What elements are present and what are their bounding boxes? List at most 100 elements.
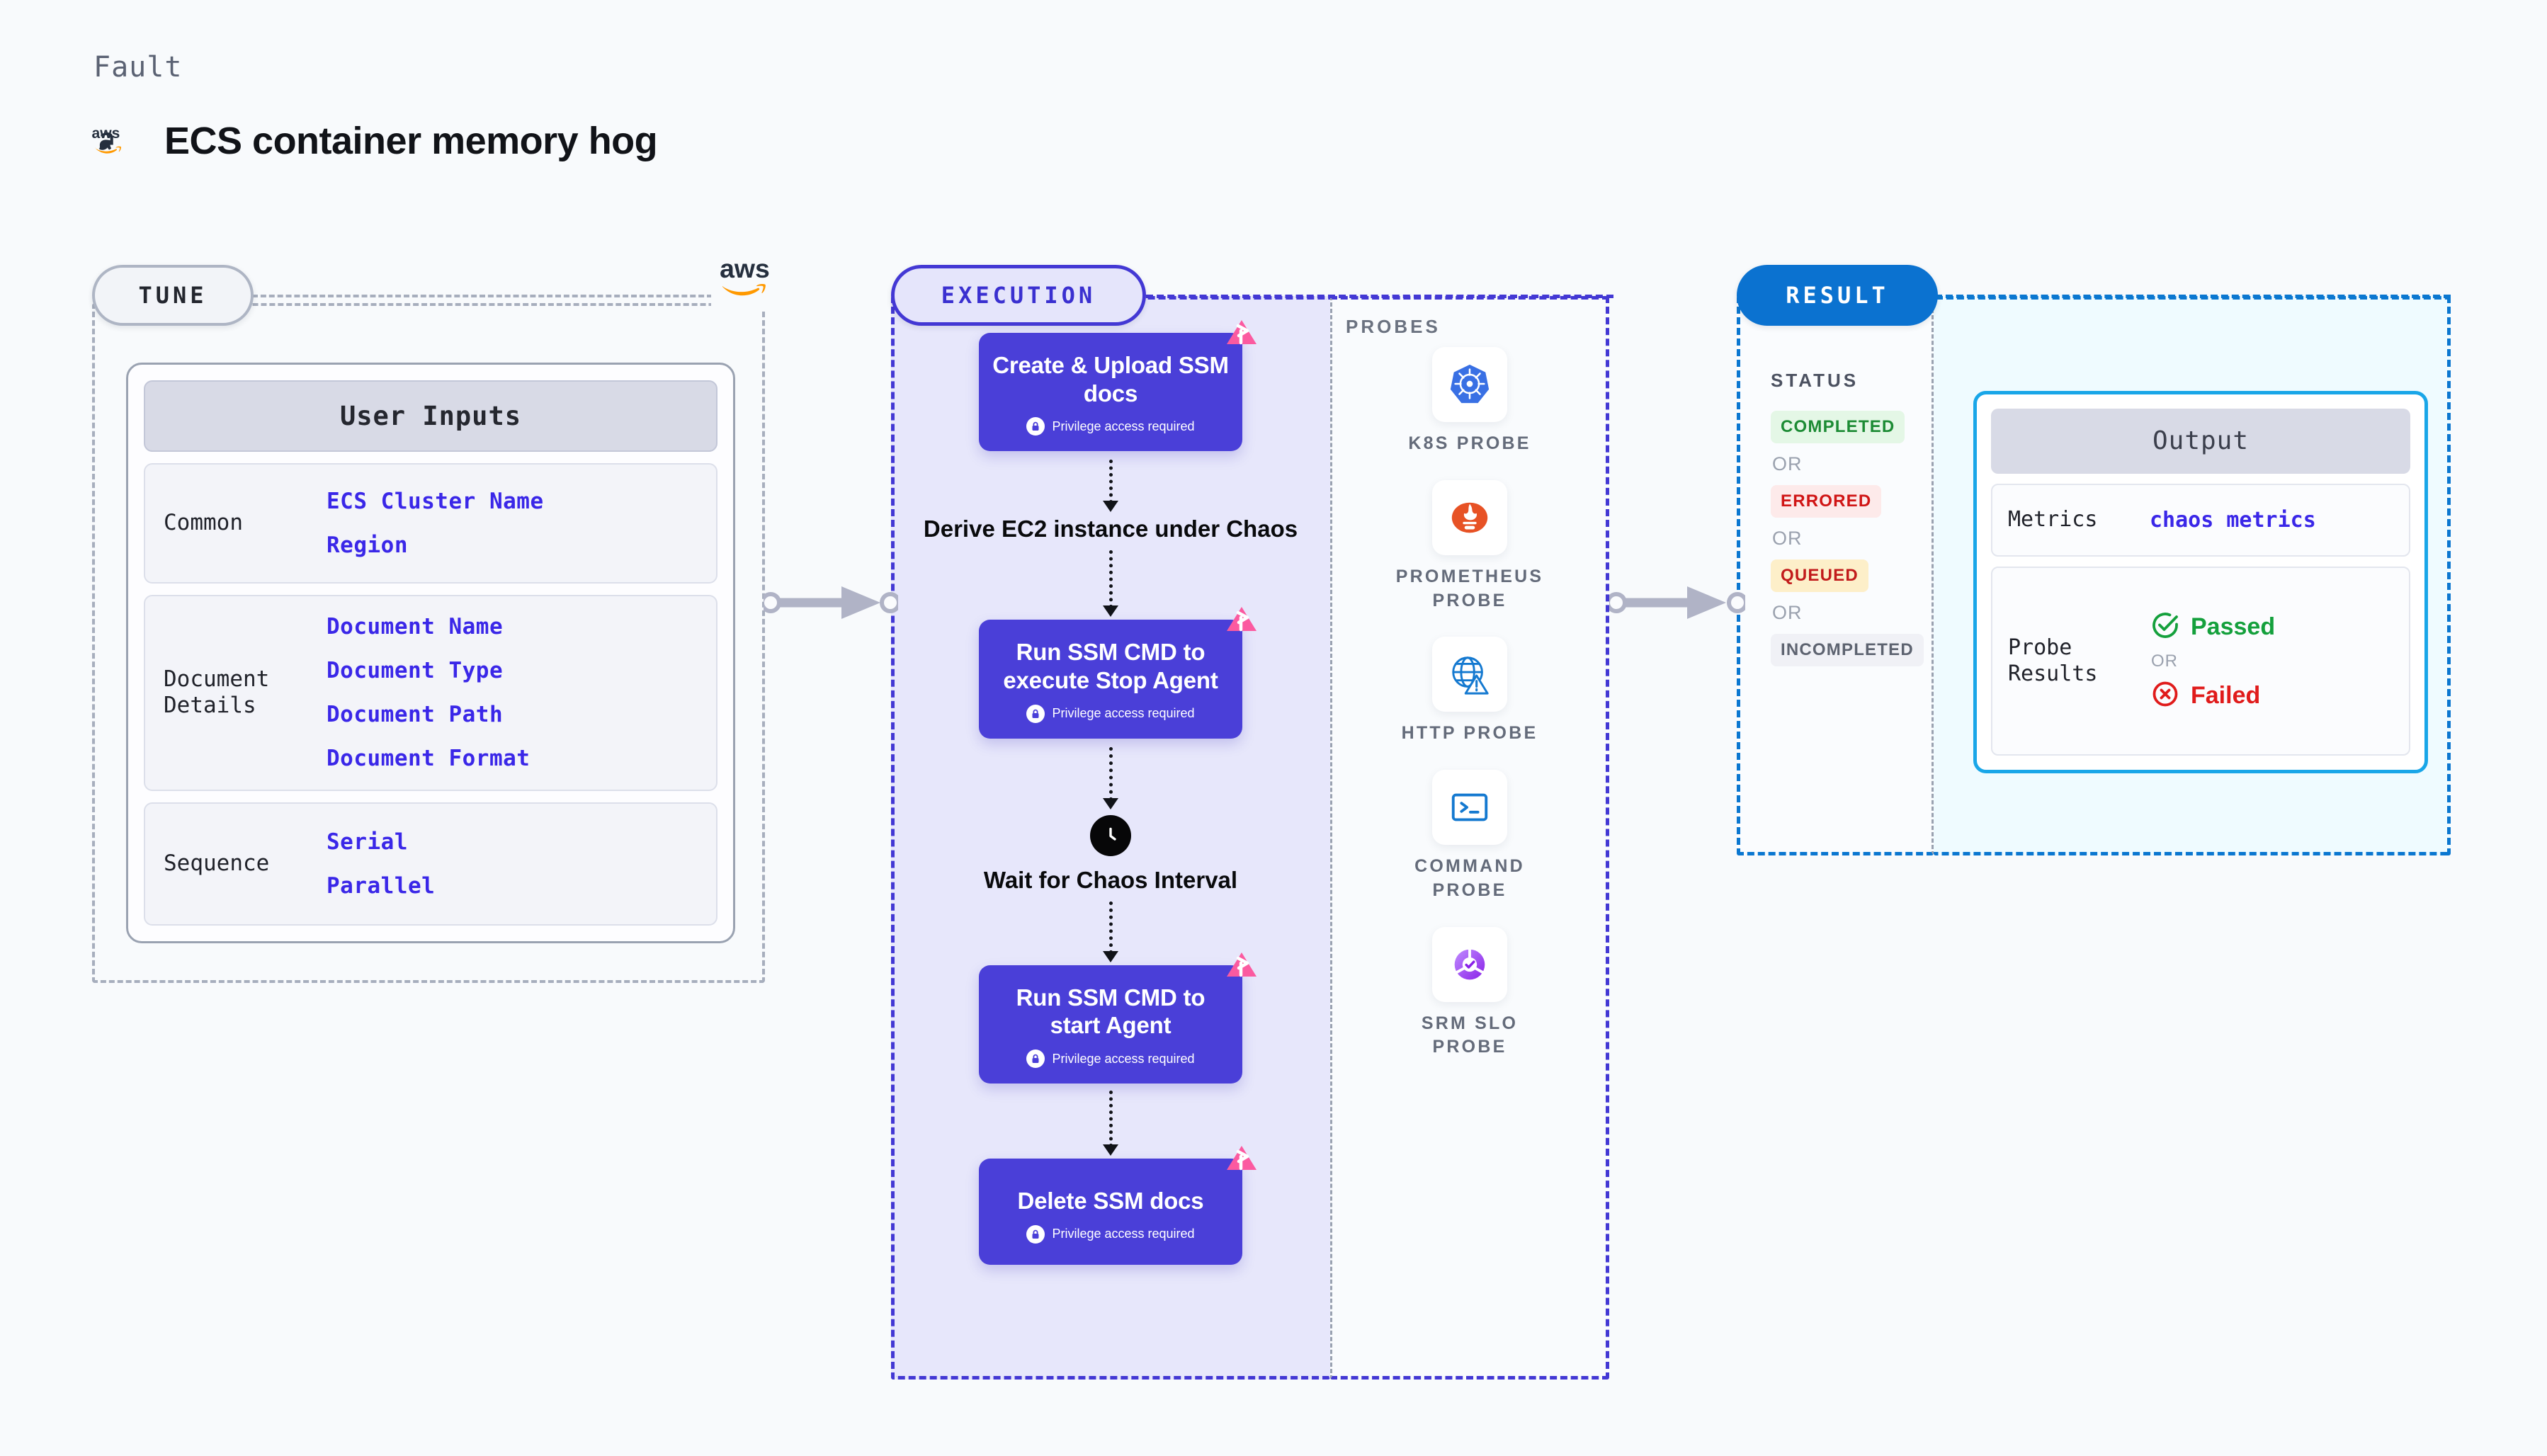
input-value[interactable]: Region bbox=[327, 532, 408, 558]
input-row-sequence: Sequence Serial Parallel bbox=[144, 802, 717, 926]
input-row-label: Document Details bbox=[164, 666, 270, 719]
input-row-label: Common bbox=[164, 509, 243, 535]
flow-node-create-upload-ssm-docs[interactable]: Create & Upload SSM docs Privilege acces… bbox=[979, 320, 1257, 452]
x-circle-icon bbox=[2150, 678, 2181, 713]
status-badge-incompleted: INCOMPLETED bbox=[1771, 634, 1924, 666]
check-circle-icon bbox=[2150, 610, 2181, 644]
probe-result-passed-label: Passed bbox=[2191, 613, 2276, 640]
probe-label: PROMETHEUS PROBE bbox=[1395, 566, 1544, 610]
status-or-label: OR bbox=[1772, 528, 1803, 549]
probe-item-srm-slo[interactable]: SRM SLO PROBE bbox=[1388, 926, 1551, 1060]
input-value[interactable]: Document Format bbox=[327, 746, 531, 772]
tune-stage-box bbox=[92, 303, 765, 983]
input-row-document-details: Document Details Document Name Document … bbox=[144, 595, 717, 791]
output-title: Output bbox=[1991, 409, 2410, 474]
flow-arrow bbox=[1103, 550, 1118, 618]
flow-node-run-ssm-cmd-start-agent[interactable]: Run SSM CMD to start Agent Privilege acc… bbox=[979, 952, 1257, 1084]
svg-text:aws: aws bbox=[92, 125, 120, 142]
http-globe-icon bbox=[1432, 637, 1507, 712]
probe-result-or-label: OR bbox=[2151, 651, 2178, 671]
privilege-note-text: Privilege access required bbox=[1052, 1051, 1195, 1066]
lock-icon bbox=[1026, 1224, 1045, 1244]
probe-label: SRM SLO PROBE bbox=[1421, 1013, 1519, 1057]
chaos-flag-icon bbox=[1225, 950, 1258, 986]
input-row-label: Sequence bbox=[164, 850, 270, 876]
execution-stage-pill[interactable]: EXECUTION bbox=[891, 265, 1146, 326]
user-inputs-card: User Inputs Common ECS Cluster Name Regi… bbox=[126, 363, 735, 943]
page-title: ECS container memory hog bbox=[164, 120, 658, 162]
flow-node-title: Delete SSM docs bbox=[1017, 1188, 1204, 1215]
output-row-probe-results: Probe Results Passed OR bbox=[1991, 567, 2410, 756]
tune-stage-pill[interactable]: TUNE bbox=[92, 265, 254, 326]
flow-arrow bbox=[1103, 901, 1118, 962]
input-value[interactable]: Document Type bbox=[327, 658, 504, 684]
kubernetes-icon bbox=[1432, 347, 1507, 422]
flow-node-title: Derive EC2 instance under Chaos bbox=[923, 516, 1298, 542]
input-row-values: ECS Cluster Name Region bbox=[327, 489, 544, 558]
privilege-note: Privilege access required bbox=[992, 1050, 1230, 1069]
probe-item-k8s[interactable]: K8S PROBE bbox=[1388, 347, 1551, 456]
flow-node-title: Run SSM CMD to execute Stop Agent bbox=[1003, 639, 1218, 694]
flow-arrow bbox=[1103, 460, 1118, 513]
status-or-label: OR bbox=[1772, 602, 1803, 623]
privilege-note-text: Privilege access required bbox=[1052, 419, 1195, 433]
output-card: Output Metrics chaos metrics Probe Resul… bbox=[1973, 391, 2428, 773]
status-badge-completed: COMPLETED bbox=[1771, 411, 1905, 443]
chaos-flag-icon bbox=[1225, 604, 1258, 640]
flow-node-delete-ssm-docs[interactable]: Delete SSM docs Privilege access require… bbox=[979, 1146, 1257, 1265]
srm-slo-icon bbox=[1432, 926, 1507, 1002]
output-metrics-value[interactable]: chaos metrics bbox=[2150, 507, 2316, 533]
probe-item-http[interactable]: HTTP PROBE bbox=[1388, 637, 1551, 746]
input-row-values: Document Name Document Type Document Pat… bbox=[327, 614, 530, 771]
clock-icon bbox=[1089, 814, 1131, 856]
flow-node-wait-for-chaos-interval: Wait for Chaos Interval bbox=[983, 814, 1238, 894]
input-value[interactable]: ECS Cluster Name bbox=[327, 488, 544, 514]
flow-node-derive-ec2-instance: Derive EC2 instance under Chaos bbox=[924, 515, 1298, 543]
result-status-box bbox=[1737, 296, 1934, 855]
result-stage-pill[interactable]: RESULT bbox=[1737, 265, 1938, 326]
lock-icon bbox=[1026, 417, 1045, 436]
privilege-note-text: Privilege access required bbox=[1052, 706, 1195, 721]
probe-item-prometheus[interactable]: PROMETHEUS PROBE bbox=[1388, 479, 1551, 613]
execution-dashed-connector bbox=[1146, 295, 1613, 298]
probe-label: COMMAND PROBE bbox=[1414, 856, 1525, 900]
tune-aws-logo-icon: aws bbox=[711, 249, 799, 311]
output-row-label: Metrics bbox=[2008, 507, 2098, 533]
probes-label: PROBES bbox=[1346, 316, 1441, 337]
status-chip-list: COMPLETED OR ERRORED OR QUEUED OR INCOMP… bbox=[1771, 411, 1924, 666]
probe-label: HTTP PROBE bbox=[1401, 723, 1538, 744]
probe-result-stack: Passed OR Failed bbox=[2150, 610, 2275, 713]
input-value[interactable]: Parallel bbox=[327, 872, 436, 899]
status-label: STATUS bbox=[1771, 370, 1859, 391]
chaos-flag-icon bbox=[1225, 1143, 1258, 1179]
input-value[interactable]: Document Name bbox=[327, 614, 504, 640]
output-row-label: Probe Results bbox=[2008, 635, 2098, 686]
terminal-icon bbox=[1432, 770, 1507, 845]
flow-node-title: Run SSM CMD to start Agent bbox=[1016, 984, 1206, 1039]
page-title-row: aws ECS container memory hog bbox=[91, 119, 658, 163]
aws-logo-icon: aws bbox=[91, 121, 146, 161]
connector-execution-to-result bbox=[1606, 581, 1748, 628]
input-value[interactable]: Document Path bbox=[327, 702, 504, 728]
privilege-note: Privilege access required bbox=[992, 1224, 1230, 1244]
result-dashed-connector bbox=[1935, 295, 2451, 298]
probe-item-command[interactable]: COMMAND PROBE bbox=[1388, 770, 1551, 903]
flow-node-title: Wait for Chaos Interval bbox=[983, 866, 1238, 893]
flow-node-run-ssm-cmd-stop-agent[interactable]: Run SSM CMD to execute Stop Agent Privil… bbox=[979, 607, 1257, 739]
status-badge-queued: QUEUED bbox=[1771, 559, 1868, 592]
probe-result-failed: Failed bbox=[2150, 678, 2275, 713]
probe-result-failed-label: Failed bbox=[2191, 681, 2261, 709]
probes-list: K8S PROBE PROMETHEUS PROBE bbox=[1330, 347, 1609, 1059]
chaos-flag-icon bbox=[1225, 317, 1258, 353]
input-row-values: Serial Parallel bbox=[327, 829, 435, 899]
prometheus-icon bbox=[1432, 479, 1507, 555]
tune-dashed-connector bbox=[252, 295, 713, 297]
connector-tune-to-execution bbox=[760, 581, 901, 628]
status-or-label: OR bbox=[1772, 453, 1803, 474]
input-value[interactable]: Serial bbox=[327, 829, 408, 855]
page-eyebrow: Fault bbox=[93, 51, 183, 84]
flow-arrow bbox=[1103, 1091, 1118, 1156]
user-inputs-title: User Inputs bbox=[144, 380, 717, 452]
output-row-metrics: Metrics chaos metrics bbox=[1991, 483, 2410, 557]
